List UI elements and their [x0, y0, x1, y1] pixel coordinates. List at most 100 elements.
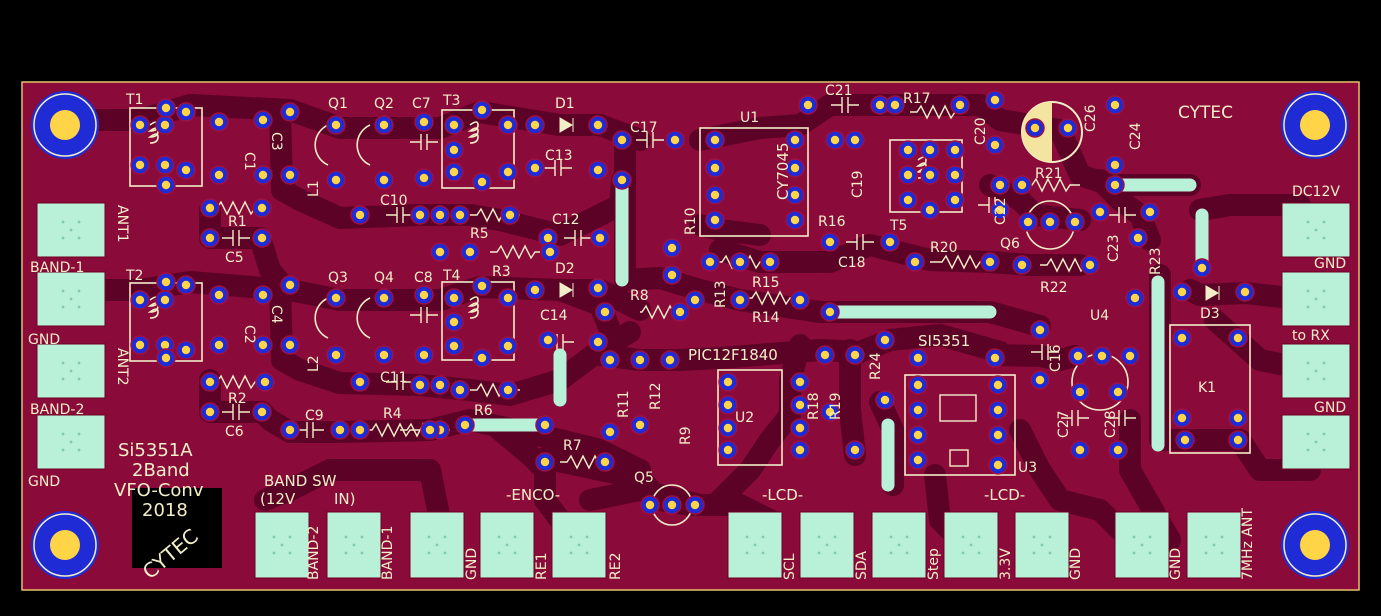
connector-dot	[1148, 551, 1152, 555]
pad-hole	[205, 407, 215, 417]
lcd-label-1: -LCD-	[762, 486, 803, 504]
pad-hole	[419, 350, 429, 360]
connector-dot	[889, 535, 893, 539]
pad-hole	[1017, 180, 1027, 190]
pad-hole	[667, 243, 677, 253]
connector-dot	[360, 535, 364, 539]
pad-hole	[903, 195, 913, 205]
pad-hole	[675, 307, 685, 317]
pad-hole	[950, 195, 960, 205]
refdes-c21: C21	[825, 83, 853, 99]
pad-hole	[181, 165, 191, 175]
connector-dot	[435, 543, 439, 547]
connector-label-bottom: 3.3V	[998, 548, 1014, 580]
pad-hole	[790, 190, 800, 200]
refdes-r15: R15	[752, 275, 780, 291]
pad-hole	[1035, 325, 1045, 335]
pad-hole	[214, 117, 224, 127]
pad-hole	[820, 350, 830, 360]
refdes-c20: C20	[973, 117, 989, 145]
connector-dot	[443, 535, 447, 539]
capacitor-symbol	[978, 197, 1006, 213]
ic-u3-part: SI5351	[918, 332, 970, 350]
capacitor-symbol	[1108, 410, 1136, 426]
chip-outline	[949, 449, 969, 467]
lcd-label-2: -LCD-	[984, 486, 1025, 504]
connector-dot	[513, 551, 517, 555]
pad-hole	[477, 281, 487, 291]
refdes-c11: C11	[380, 370, 408, 386]
connector-dot	[817, 551, 821, 555]
connector-dot	[1322, 305, 1326, 309]
connector-dot	[1322, 361, 1326, 365]
pad-hole	[449, 293, 459, 303]
through-hole-pads	[130, 90, 1255, 515]
refdes-c22: C22	[993, 197, 1009, 225]
pad-hole	[1075, 387, 1085, 397]
connector-dot	[61, 377, 65, 381]
refdes-t5: T5	[889, 218, 907, 234]
connector-dot	[745, 551, 749, 555]
connector-dot	[288, 535, 292, 539]
refdes-q2: Q2	[374, 96, 394, 112]
pad-hole	[415, 380, 425, 390]
refdes-r12: R12	[648, 382, 664, 410]
connector-dot	[1306, 448, 1310, 452]
pad-hole	[503, 293, 513, 303]
capacitor-symbol	[296, 422, 324, 438]
refdes-q5: Q5	[634, 470, 654, 486]
connector-dot	[77, 448, 81, 452]
ic-u1-part: CY7045	[774, 142, 792, 200]
pad-hole	[285, 170, 295, 180]
logo-background	[132, 488, 222, 568]
pad-hole	[690, 500, 700, 510]
refdes-r19: R19	[828, 392, 844, 420]
refdes-c13: C13	[545, 148, 573, 164]
connector-dot	[61, 289, 65, 293]
connector-dot	[569, 551, 573, 555]
refdes-q1: Q1	[328, 96, 348, 112]
pad-hole	[505, 210, 515, 220]
refdes-r24: R24	[868, 352, 884, 380]
mounting-hole-center	[1300, 530, 1330, 560]
capacitor-symbol	[846, 234, 874, 250]
copper-trace	[1189, 194, 1311, 221]
pad-hole	[830, 135, 840, 145]
pad-hole	[617, 135, 627, 145]
connector-dot	[77, 305, 81, 309]
pad-hole	[285, 425, 295, 435]
pad-hole	[803, 100, 813, 110]
pad-hole	[993, 430, 1003, 440]
refdes-c10: C10	[380, 193, 408, 209]
pad-hole	[790, 215, 800, 225]
pad-hole	[913, 430, 923, 440]
pad-hole	[990, 353, 1000, 363]
pad-hole	[503, 120, 513, 130]
pad-hole	[1180, 435, 1190, 445]
connector-label-bottom: GND	[464, 548, 480, 580]
title-line-4: 2018	[142, 500, 188, 521]
copper-trace	[709, 334, 811, 511]
transistor-outline	[356, 297, 371, 339]
refdes-c14: C14	[540, 308, 568, 324]
pad-hole	[545, 247, 555, 257]
connector-label-bottom: GND	[1168, 548, 1184, 580]
copper-trace	[1009, 419, 1141, 551]
refdes-c26: C26	[1083, 104, 1099, 132]
pad-hole	[723, 400, 733, 410]
connector-dot	[69, 228, 73, 232]
refdes-c28: C28	[1103, 410, 1119, 438]
pad-hole	[258, 340, 268, 350]
pad-hole	[710, 190, 720, 200]
copper-trace	[1179, 279, 1321, 311]
pad-hole	[690, 295, 700, 305]
pad-hole	[1035, 375, 1045, 385]
capacitor-symbol	[386, 374, 414, 390]
pad-hole	[530, 120, 540, 130]
pad-hole	[181, 345, 191, 355]
pad-hole	[214, 290, 224, 300]
pad-hole	[735, 257, 745, 267]
pad-hole	[595, 233, 605, 243]
connector-dot	[61, 236, 65, 240]
